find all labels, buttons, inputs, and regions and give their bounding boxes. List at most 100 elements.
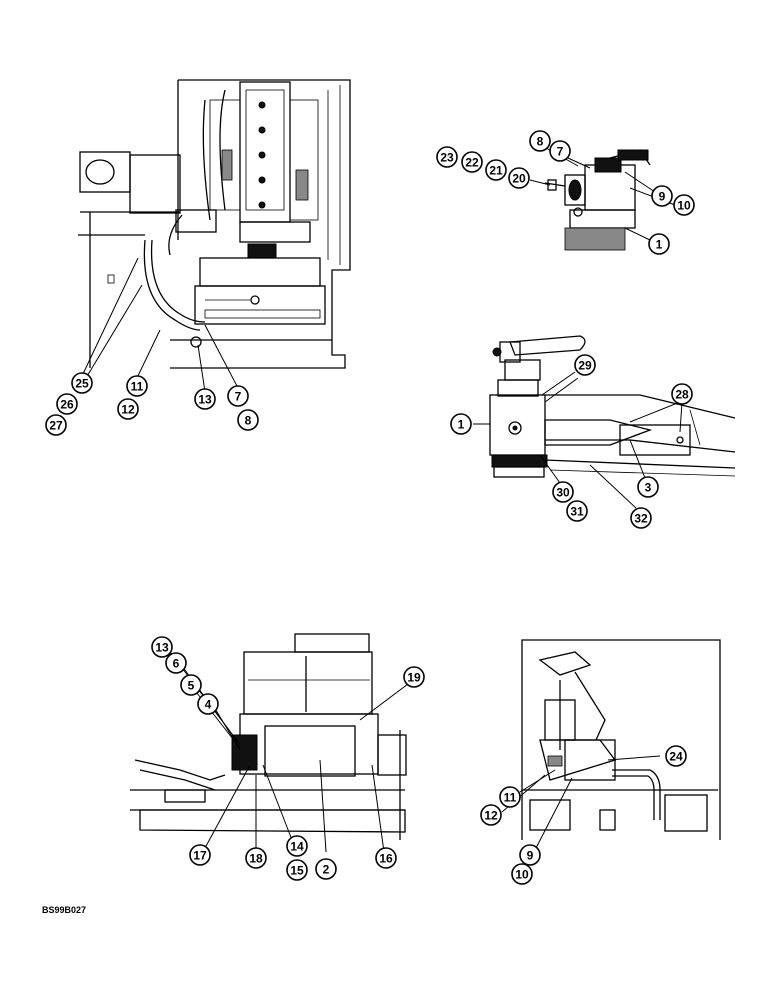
callout-number: 2 [323, 863, 330, 877]
callout-13: 13 [151, 636, 173, 658]
valve-detail-drawing [544, 149, 651, 251]
callout-number: 1 [656, 238, 663, 252]
callout-circle [237, 409, 259, 431]
callout-number: 31 [570, 505, 584, 519]
callout-number: 21 [489, 164, 503, 178]
callout-circle [56, 393, 78, 415]
callout-8: 8 [237, 409, 259, 431]
callout-27: 27 [45, 414, 67, 436]
callout-number: 25 [75, 377, 89, 391]
callout-number: 22 [465, 156, 479, 170]
callout-circle [375, 847, 397, 869]
callout-12: 12 [480, 804, 502, 826]
callout-circle [286, 859, 308, 881]
callout-10: 10 [511, 863, 533, 885]
callout-number: 15 [290, 864, 304, 878]
callout-circle [450, 413, 472, 435]
callout-number: 11 [504, 791, 517, 805]
callout-number: 10 [677, 199, 691, 213]
callout-circle [673, 194, 695, 216]
callout-number: 9 [659, 190, 666, 204]
callout-number: 30 [556, 486, 570, 500]
callout-9: 9 [651, 185, 673, 207]
callout-number: 12 [484, 809, 498, 823]
callout-17: 17 [189, 844, 211, 866]
callout-number: 18 [249, 852, 263, 866]
callout-circle [671, 383, 693, 405]
callout-number: 29 [578, 359, 592, 373]
callout-2: 2 [315, 858, 337, 880]
callout-circle [436, 146, 458, 168]
callout-circle [552, 481, 574, 503]
filter-side-drawing [130, 633, 407, 840]
callout-number: 23 [440, 151, 454, 165]
callout-number: 10 [515, 868, 529, 882]
callout-16: 16 [375, 847, 397, 869]
callout-circle [403, 666, 425, 688]
callout-circle [485, 159, 507, 181]
callout-32: 32 [630, 507, 652, 529]
callout-circle [519, 844, 541, 866]
callout-circle [665, 745, 687, 767]
callout-number: 6 [173, 657, 180, 671]
engine-compartment-drawing [78, 79, 351, 369]
callout-circle [71, 372, 93, 394]
callout-circle [151, 636, 173, 658]
callout-number: 9 [527, 849, 534, 863]
callout-6: 6 [165, 652, 187, 674]
callout-number: 27 [49, 419, 63, 433]
callout-number: 14 [290, 840, 304, 854]
callout-26: 26 [56, 393, 78, 415]
callout-4: 4 [197, 693, 219, 715]
callout-number: 7 [235, 390, 242, 404]
callout-number: 7 [557, 145, 564, 159]
callout-circle [549, 140, 571, 162]
callout-circle [197, 693, 219, 715]
callout-30: 30 [552, 481, 574, 503]
callout-number: 13 [155, 641, 169, 655]
callout-9: 9 [519, 844, 541, 866]
callout-5: 5 [180, 674, 202, 696]
callout-number: 3 [645, 481, 652, 495]
callout-number: 8 [537, 135, 544, 149]
callout-19: 19 [403, 666, 425, 688]
callout-number: 11 [131, 380, 144, 394]
callout-21: 21 [485, 159, 507, 181]
callout-3: 3 [637, 476, 659, 498]
valve-mounting-leaders [473, 371, 683, 509]
callout-10: 10 [673, 194, 695, 216]
callout-number: 32 [634, 512, 648, 526]
callout-circle [165, 652, 187, 674]
callout-18: 18 [245, 847, 267, 869]
callout-circle [245, 847, 267, 869]
callout-number: 24 [669, 750, 683, 764]
callout-number: 4 [205, 698, 212, 712]
callout-23: 23 [436, 146, 458, 168]
callout-15: 15 [286, 859, 308, 881]
callout-circle [566, 500, 588, 522]
callout-circle [286, 835, 308, 857]
callout-circle [45, 414, 67, 436]
callout-circle [508, 167, 530, 189]
engine-view-leaders [81, 257, 239, 393]
callout-12: 12 [117, 398, 139, 420]
callout-number: 28 [675, 388, 689, 402]
callout-circle [651, 185, 673, 207]
callout-circle [529, 130, 551, 152]
callout-circle [117, 398, 139, 420]
callout-7: 7 [227, 385, 249, 407]
callout-circle [227, 385, 249, 407]
callout-28: 28 [671, 383, 693, 405]
callout-circle [315, 858, 337, 880]
callout-11: 11 [126, 375, 148, 397]
callout-20: 20 [508, 167, 530, 189]
callout-number: 13 [198, 393, 212, 407]
callout-13: 13 [194, 388, 216, 410]
figure-code: BS99B027 [42, 905, 87, 915]
callout-22: 22 [461, 151, 483, 173]
valve-mounting-drawing [489, 335, 736, 478]
callout-number: 5 [188, 679, 195, 693]
callout-circle [180, 674, 202, 696]
